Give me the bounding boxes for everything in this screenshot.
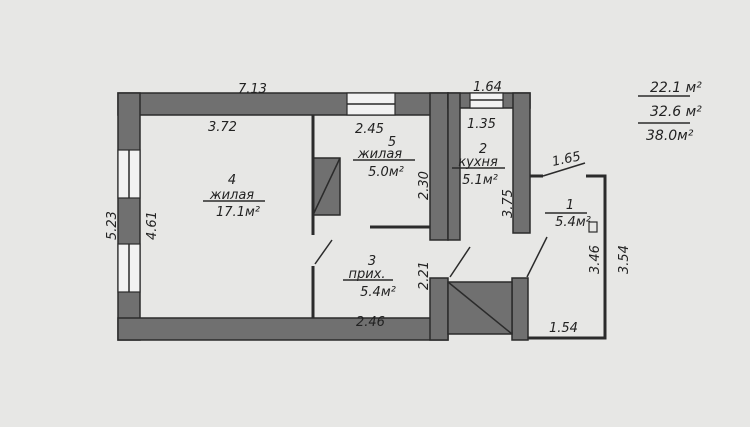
dim-left-outer: 5.23 [105, 211, 120, 240]
room3-name: прих. [348, 267, 385, 282]
chimney-diagonal [312, 157, 341, 216]
room1-area: 5.4м² [555, 215, 591, 230]
stair-diagonal [447, 281, 513, 335]
summary-living: 22.1 м² [650, 80, 702, 96]
top-wall [117, 92, 449, 116]
dim-room1-inner: 3.46 [588, 245, 603, 274]
dim-hall-height: 2.21 [417, 261, 432, 290]
door-kitchen [449, 246, 471, 278]
room1-outline [528, 174, 607, 340]
dim-hall-width: 2.46 [356, 315, 385, 330]
hall-right-wall [429, 277, 449, 341]
door-room4 [314, 239, 333, 265]
dim-kitchen-inner: 1.35 [467, 117, 496, 132]
dim-kitchen-outer: 1.64 [473, 80, 502, 95]
room5-name: жилая [357, 147, 402, 162]
room3-area: 5.4м² [360, 285, 396, 300]
room2-number: 2 [479, 142, 487, 157]
room5-area: 5.0м² [368, 165, 404, 180]
dim-left-inner: 4.61 [145, 211, 160, 240]
summary-total-living: 32.6 м² [650, 104, 702, 120]
summary-total: 38.0м² [646, 128, 694, 144]
dim-kitchen-height: 3.75 [501, 189, 516, 218]
room4-area: 17.1м² [216, 205, 260, 220]
room2-name: кухня [458, 155, 498, 170]
dim-room1-bottom: 1.54 [549, 321, 578, 336]
entry-door [542, 162, 586, 177]
room4-number: 4 [228, 173, 236, 188]
room3-number: 3 [368, 254, 376, 269]
room5-right-wall [429, 92, 449, 241]
dim-room5-height: 2.30 [417, 171, 432, 200]
room1-number: 1 [566, 198, 574, 213]
kitchen-right-wall [512, 92, 531, 234]
room2-area: 5.1м² [462, 173, 498, 188]
bottom-wall [117, 317, 449, 341]
dim-room4-width: 3.72 [208, 120, 237, 135]
kitchen-left-wall [447, 92, 461, 241]
left-wall [117, 92, 141, 341]
room1-left-wall [511, 277, 529, 341]
dim-top-total: 7.13 [238, 82, 267, 97]
dim-room1-outer: 3.54 [617, 245, 632, 274]
room4-name: жилая [209, 188, 254, 203]
dim-room1-top: 1.65 [551, 149, 582, 170]
dim-room5-width: 2.45 [355, 122, 384, 137]
stove-icon [588, 221, 598, 233]
room5-number: 5 [388, 135, 396, 150]
door-room1 [526, 236, 548, 278]
